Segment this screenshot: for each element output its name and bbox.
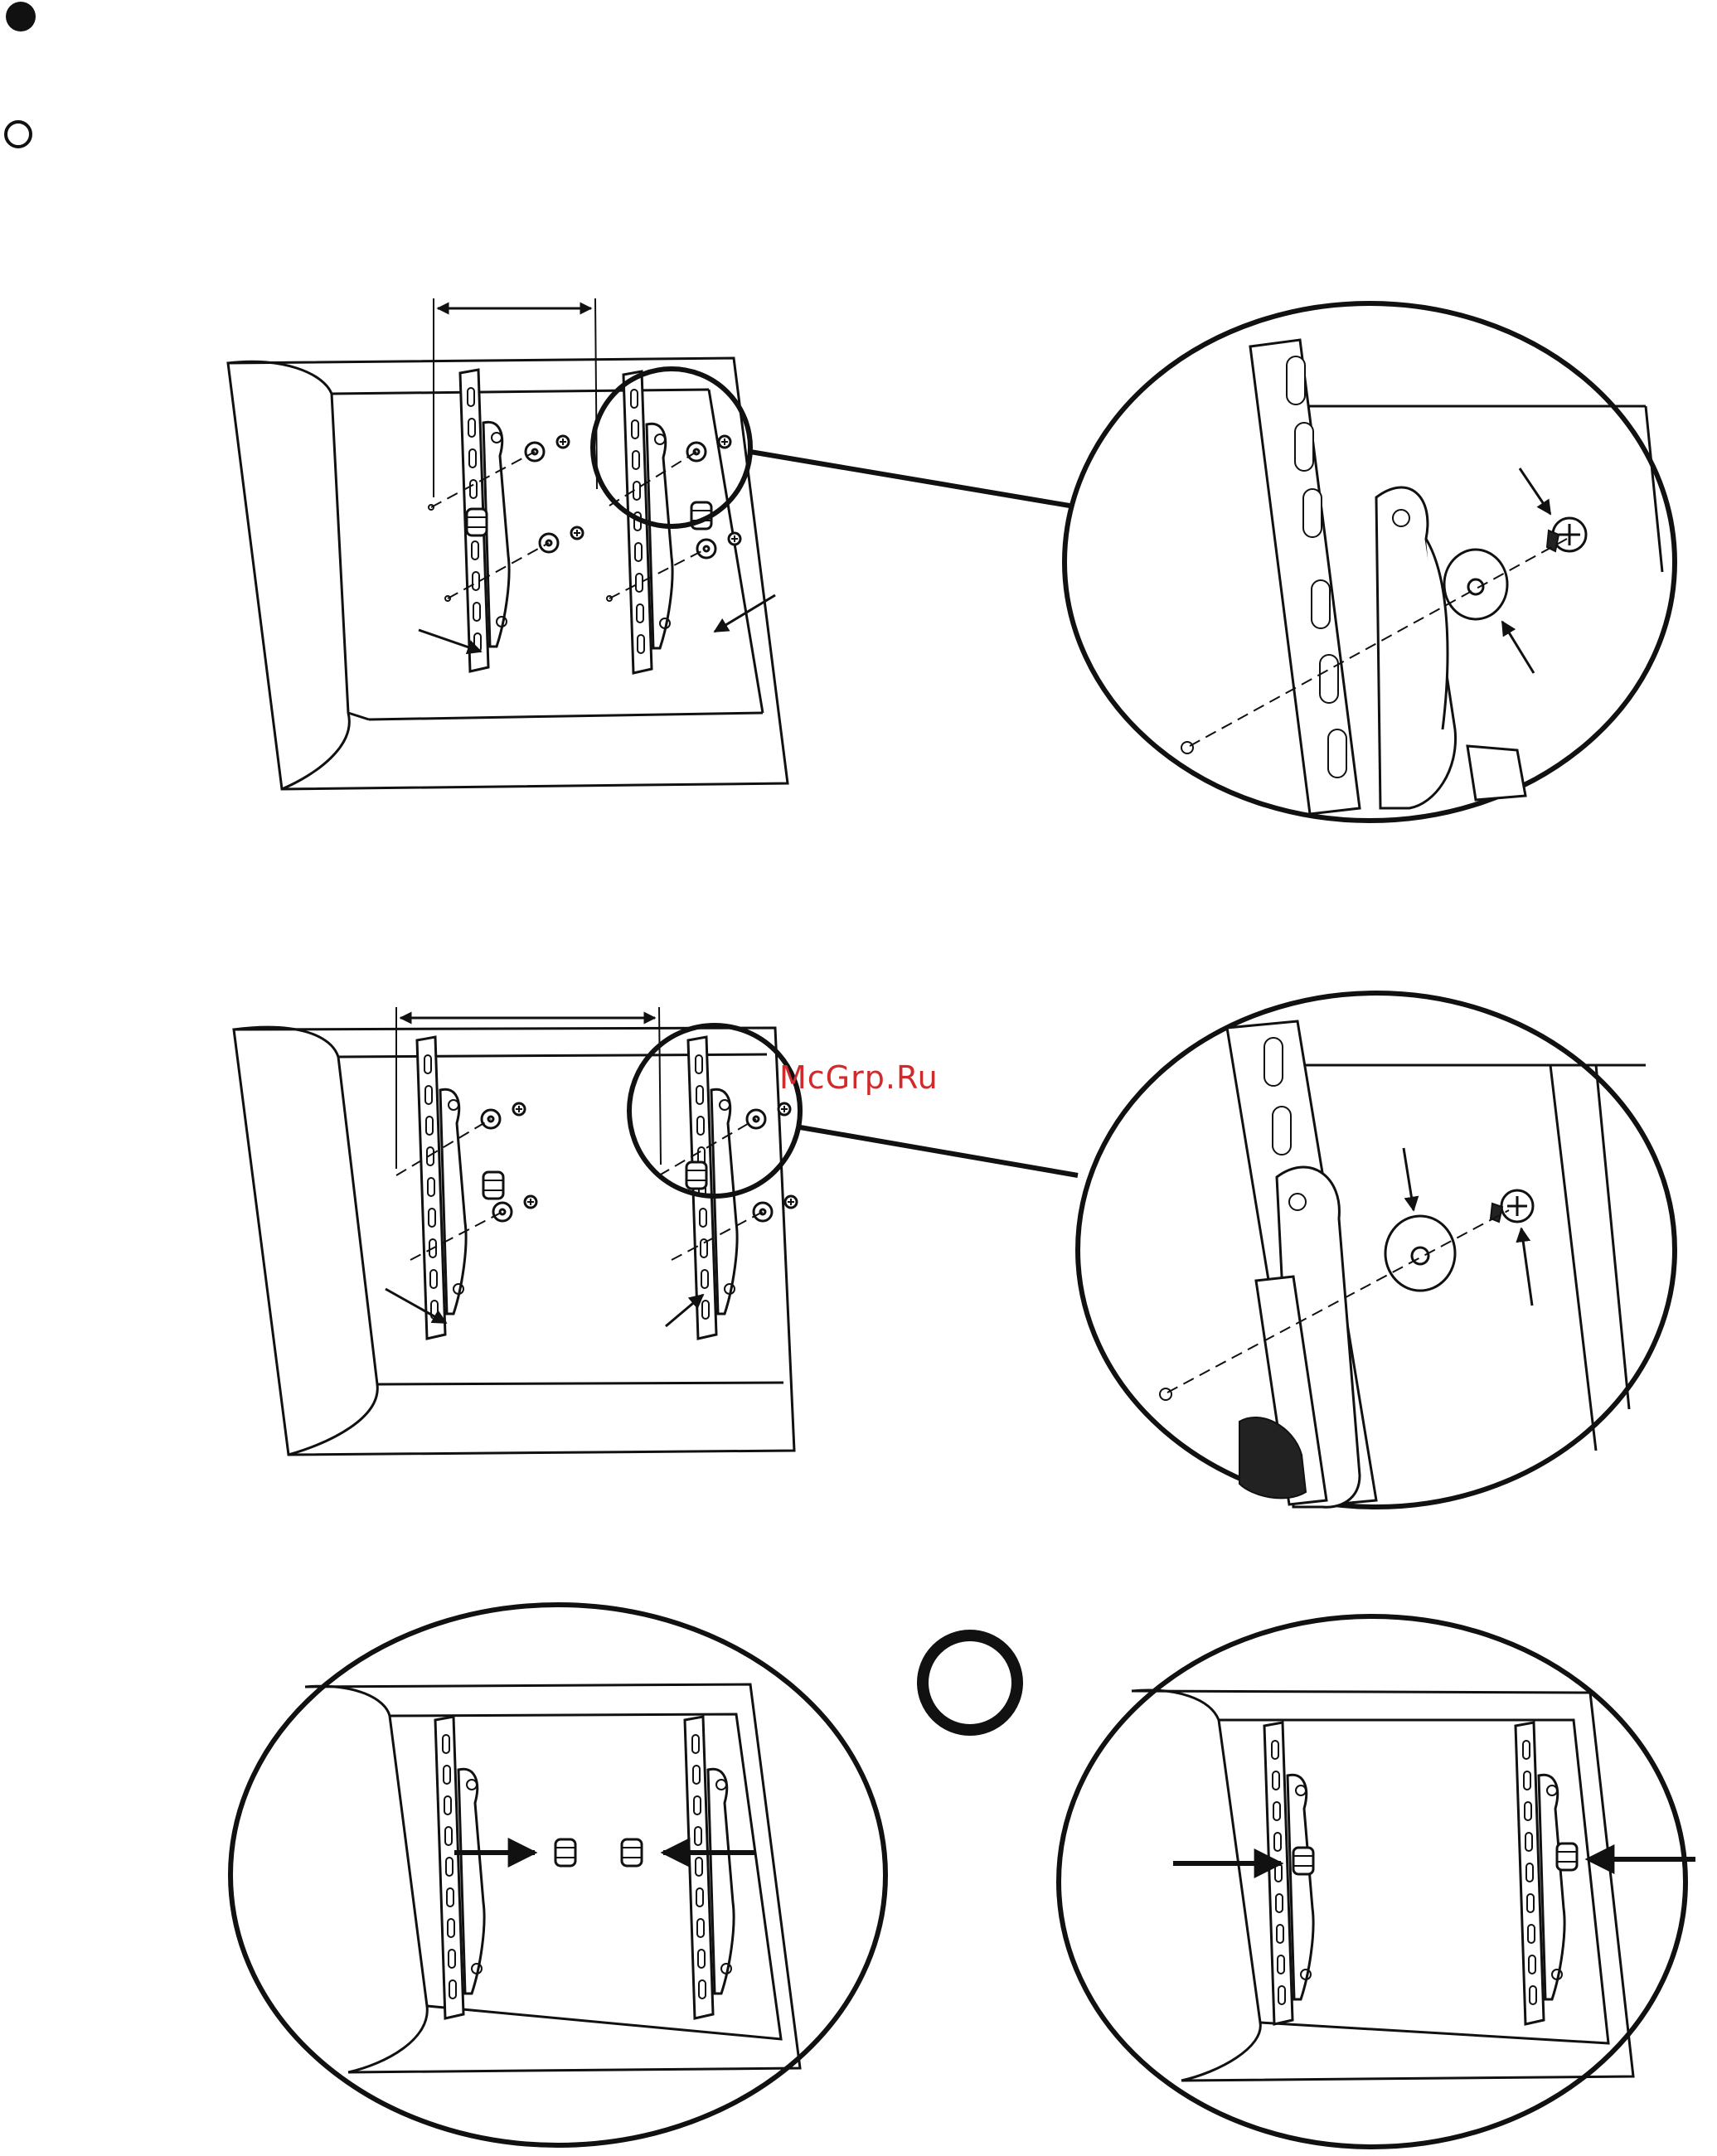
knob-insert-panel bbox=[230, 1605, 885, 2145]
knob-icon bbox=[686, 1162, 706, 1189]
bracket-icon bbox=[435, 1717, 484, 2018]
washer-screw-detail bbox=[1078, 993, 1675, 1507]
knob-icon bbox=[467, 509, 487, 535]
open-circle-marker bbox=[6, 122, 31, 147]
knob-icon bbox=[622, 1839, 642, 1866]
arrow-icon bbox=[1520, 468, 1550, 514]
arrow-icon bbox=[1521, 1228, 1532, 1306]
washer-screw-detail bbox=[1065, 303, 1675, 821]
knob-icon bbox=[1557, 1844, 1577, 1870]
knob-icon bbox=[1293, 1848, 1313, 1874]
knob-icon bbox=[555, 1839, 575, 1866]
knob-icon bbox=[483, 1172, 503, 1199]
arrow-icon bbox=[1404, 1148, 1414, 1210]
bracket-icon bbox=[685, 1717, 734, 2018]
large-ring-marker bbox=[923, 1635, 1017, 1730]
watermark-text: McGrp.Ru bbox=[779, 1059, 939, 1096]
bracket-icon bbox=[1516, 1722, 1564, 2024]
arrow-icon bbox=[1502, 622, 1534, 673]
knob-tightened-detail bbox=[1059, 1616, 1695, 2147]
filled-circle-marker bbox=[6, 2, 36, 31]
